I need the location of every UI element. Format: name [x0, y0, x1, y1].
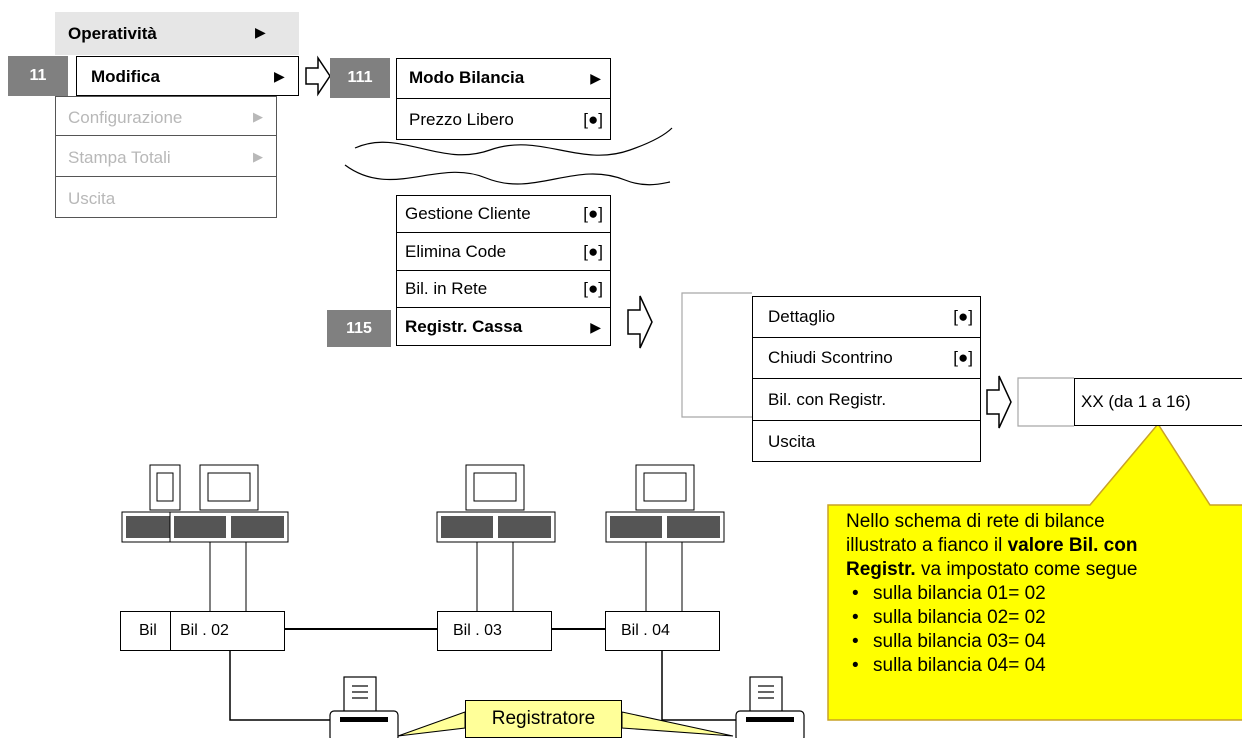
callout-bullets: sulla bilancia 01= 02 sulla bilancia 02=…: [846, 582, 1242, 678]
register-cable: [229, 648, 330, 721]
menu-step-badge: 11: [8, 56, 68, 96]
callout-bullet: sulla bilancia 01= 02: [846, 582, 1242, 606]
scale-label: Bil: [139, 622, 157, 639]
next-arrow-icon: [305, 55, 331, 97]
toggle-indicator-icon: [●]: [583, 203, 603, 223]
registratore-label: Registratore: [465, 700, 622, 738]
callout-bullet: sulla bilancia 03= 04: [846, 630, 1242, 654]
callout-text-bold: valore Bil. con: [1007, 535, 1138, 556]
menu-item-label: Registr. Cassa: [405, 317, 523, 336]
toggle-indicator-icon: [●]: [583, 279, 603, 298]
submenu-arrow-icon: ▶: [253, 109, 263, 124]
callout-line: Registr. va impostato come segue: [846, 558, 1242, 582]
label-pointer: [397, 711, 466, 737]
break-wave: [354, 127, 673, 156]
submenu-arrow-icon: ▶: [253, 149, 263, 164]
menu-item-label: Operatività: [68, 24, 157, 43]
menu-item-uscita[interactable]: Uscita: [55, 177, 277, 218]
menu-item-label: Modifica: [91, 67, 160, 86]
value-range-label: XX (da 1 a 16): [1081, 392, 1191, 411]
next-arrow-icon: [627, 295, 653, 349]
computer-icon: [169, 464, 289, 613]
callout-text-bold: Registr.: [846, 559, 916, 580]
scale-label: Bil . 04: [621, 622, 670, 639]
computer-icon: [605, 464, 725, 613]
submenu-arrow-icon: ▶: [590, 318, 601, 335]
toggle-indicator-icon: [●]: [953, 306, 973, 326]
scale-label: Bil . 03: [453, 622, 502, 639]
label-pointer: [621, 711, 734, 737]
menu-step-badge: 115: [327, 310, 391, 347]
next-arrow-icon: [986, 375, 1012, 429]
callout-bullet: sulla bilancia 04= 04: [846, 654, 1242, 678]
menu-item-label: Gestione Cliente: [405, 203, 531, 223]
submenu-arrow-icon: ▶: [255, 24, 266, 40]
menu-step-badge: 111: [330, 58, 390, 98]
menu-item-modo-bilancia[interactable]: Modo Bilancia ▶: [396, 58, 611, 99]
scale-box-02: Bil . 02: [170, 611, 285, 651]
menu-item-elimina-code[interactable]: Elimina Code [●]: [396, 233, 611, 271]
callout-line: Nello schema di rete di bilance: [846, 511, 1105, 532]
menu-item-chiudi-scontrino[interactable]: Chiudi Scontrino [●]: [752, 338, 981, 379]
register-cable: [661, 648, 737, 721]
menu-item-operativita[interactable]: Operatività ▶: [55, 12, 299, 55]
submenu-arrow-icon: ▶: [590, 69, 601, 86]
menu-item-label: Modo Bilancia: [409, 68, 525, 87]
callout-text-part: illustrato a fianco il: [846, 535, 1008, 556]
menu-item-label: Bil. in Rete: [405, 279, 488, 298]
menu-item-label: Stampa Totali: [68, 148, 171, 167]
menu-item-bil-con-registr[interactable]: Bil. con Registr.: [752, 379, 981, 421]
break-wave: [344, 164, 671, 186]
computer-icon: [436, 464, 556, 613]
computer-icon: [121, 464, 181, 543]
menu-item-label: Uscita: [68, 189, 116, 208]
toggle-indicator-icon: [●]: [583, 241, 603, 261]
bracket-outline: [681, 292, 752, 418]
menu-item-label: Elimina Code: [405, 241, 507, 261]
registratore-text: Registratore: [491, 708, 596, 729]
menu-item-prezzo-libero[interactable]: Prezzo Libero [●]: [396, 99, 611, 140]
menu-item-registr-cassa[interactable]: Registr. Cassa ▶: [396, 308, 611, 346]
toggle-indicator-icon: [●]: [583, 109, 603, 129]
scale-box-04: Bil . 04: [605, 611, 720, 651]
menu-item-label: Dettaglio: [768, 306, 836, 326]
menu-item-stampa-totali[interactable]: Stampa Totali ▶: [55, 136, 277, 177]
menu-item-label: Uscita: [768, 431, 816, 451]
registr-submenu: [752, 296, 981, 462]
bracket-outline: [1017, 377, 1074, 427]
menu-item-dettaglio[interactable]: Dettaglio [●]: [752, 296, 981, 338]
value-input-box[interactable]: XX (da 1 a 16): [1074, 378, 1242, 426]
menu-item-gestione-cliente[interactable]: Gestione Cliente [●]: [396, 195, 611, 233]
menu-item-modifica[interactable]: Modifica ▶: [76, 56, 299, 96]
scale-label: Bil . 02: [180, 622, 229, 639]
printer-icon: [735, 676, 805, 738]
printer-icon: [329, 676, 399, 738]
menu-item-uscita[interactable]: Uscita: [752, 421, 981, 462]
callout-text-part: va impostato come segue: [915, 559, 1138, 580]
disabled-menu-box: [55, 96, 277, 218]
toggle-indicator-icon: [●]: [953, 348, 973, 367]
callout-text: Nello schema di rete di bilance illustra…: [846, 510, 1242, 678]
submenu-arrow-icon: ▶: [274, 68, 285, 84]
menu-item-label: Bil. con Registr.: [768, 389, 887, 409]
menu-item-label: Chiudi Scontrino: [768, 348, 893, 367]
callout-bullet: sulla bilancia 02= 02: [846, 606, 1242, 630]
menu-item-configurazione[interactable]: Configurazione ▶: [55, 96, 277, 136]
menu-item-bil-in-rete[interactable]: Bil. in Rete [●]: [396, 271, 611, 308]
menu-item-label: Prezzo Libero: [409, 109, 514, 129]
scale-box-03: Bil . 03: [437, 611, 552, 651]
modifica-submenu-top: [396, 58, 611, 140]
menu-item-label: Configurazione: [68, 108, 183, 127]
callout-line: illustrato a fianco il valore Bil. con: [846, 534, 1242, 558]
